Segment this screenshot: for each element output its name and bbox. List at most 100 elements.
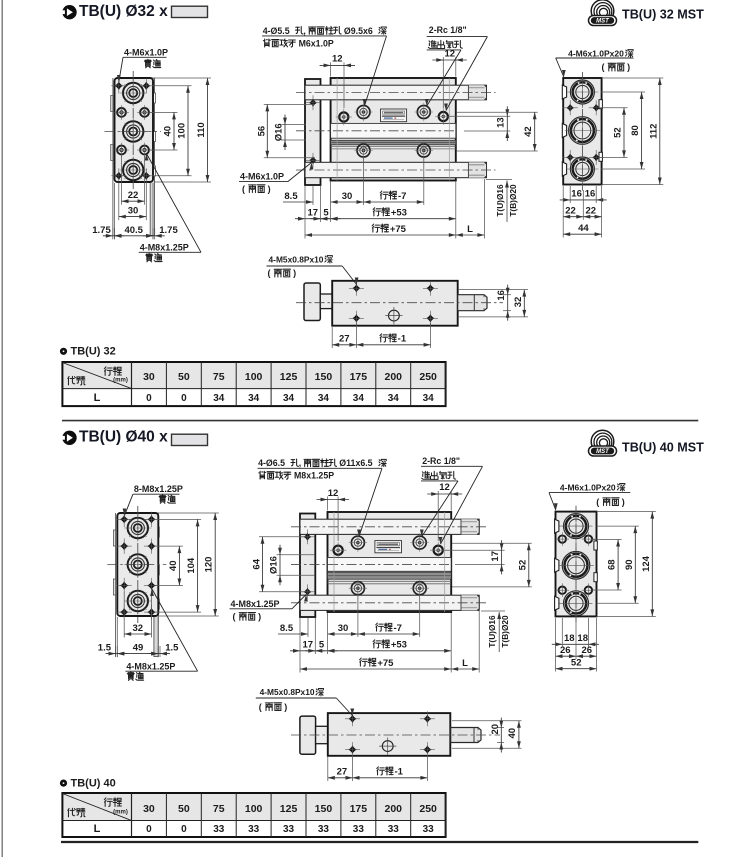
svg-text:33: 33 <box>423 824 435 835</box>
svg-text:110: 110 <box>196 122 207 137</box>
svg-text:112: 112 <box>648 124 659 139</box>
svg-text:12: 12 <box>445 48 456 59</box>
svg-text:2-Rc 1/8": 2-Rc 1/8" <box>429 25 467 35</box>
svg-text:-7: -7 <box>398 191 406 202</box>
svg-text:4-Ø6.5: 4-Ø6.5 <box>258 458 287 468</box>
svg-text:56: 56 <box>256 126 267 137</box>
svg-text:0: 0 <box>146 824 152 835</box>
svg-text:30: 30 <box>342 191 353 202</box>
svg-text:30: 30 <box>338 623 349 634</box>
svg-text:22: 22 <box>565 206 576 217</box>
svg-text:TB(U) 32: TB(U) 32 <box>71 346 116 358</box>
svg-text:4-M8x1.25P: 4-M8x1.25P <box>126 661 175 671</box>
svg-text:8-M8x1.25P: 8-M8x1.25P <box>134 484 183 494</box>
svg-text:30: 30 <box>128 206 139 217</box>
svg-text:40: 40 <box>507 728 518 739</box>
svg-text:L: L <box>462 658 468 669</box>
svg-text:27: 27 <box>337 767 348 778</box>
svg-text:1.5: 1.5 <box>98 643 112 654</box>
svg-text:16: 16 <box>571 189 582 200</box>
svg-text:34: 34 <box>213 393 225 404</box>
svg-text:): ) <box>268 184 271 194</box>
svg-text:8.5: 8.5 <box>284 191 298 202</box>
svg-text:(: ( <box>242 184 245 194</box>
svg-text:18: 18 <box>577 633 588 644</box>
svg-text:33: 33 <box>353 824 365 835</box>
svg-text:30: 30 <box>143 371 155 383</box>
svg-text:75: 75 <box>213 371 225 383</box>
svg-text:TB(U) 32 MST: TB(U) 32 MST <box>622 7 704 21</box>
svg-text:TB(U) 40 MST: TB(U) 40 MST <box>622 440 704 454</box>
svg-text:(mm): (mm) <box>113 810 128 816</box>
svg-text:1.75: 1.75 <box>92 225 111 236</box>
svg-text:Ø16: Ø16 <box>269 556 280 574</box>
svg-text:0: 0 <box>181 393 187 404</box>
svg-text:-1: -1 <box>398 334 407 345</box>
svg-text:17: 17 <box>490 551 501 562</box>
svg-text:): ) <box>258 612 261 622</box>
svg-text:): ) <box>284 702 287 712</box>
svg-text:120: 120 <box>204 557 215 573</box>
svg-text:250: 250 <box>419 371 437 383</box>
svg-text:(: ( <box>268 268 271 278</box>
svg-text:(: ( <box>602 62 605 72</box>
svg-text:125: 125 <box>280 371 298 383</box>
svg-text:L: L <box>467 224 473 235</box>
svg-text:-7: -7 <box>393 623 401 634</box>
svg-text:0: 0 <box>181 824 187 835</box>
svg-text:Ø16: Ø16 <box>274 123 285 141</box>
svg-text:(mm): (mm) <box>113 378 128 384</box>
svg-text:4-M6x1.0P: 4-M6x1.0P <box>240 172 284 182</box>
svg-text:-1: -1 <box>394 767 403 778</box>
svg-text:22: 22 <box>586 206 597 217</box>
svg-text:4-M6x1.0P: 4-M6x1.0P <box>124 47 168 57</box>
svg-text:12: 12 <box>439 482 450 493</box>
svg-text:+75: +75 <box>377 658 394 669</box>
svg-text:4-M6x1.0Px20: 4-M6x1.0Px20 <box>560 482 616 492</box>
svg-text:(: ( <box>233 612 236 622</box>
svg-text:68: 68 <box>607 559 618 570</box>
svg-text:TB(U) Ø32 x: TB(U) Ø32 x <box>79 3 168 20</box>
svg-text:4-M8x1.25P: 4-M8x1.25P <box>140 243 189 253</box>
svg-text:33: 33 <box>283 824 295 835</box>
svg-text:175: 175 <box>350 803 368 815</box>
svg-text:104: 104 <box>186 557 197 574</box>
svg-text:): ) <box>293 268 296 278</box>
svg-text:49: 49 <box>133 643 144 654</box>
svg-text:4-M8x1.25P: 4-M8x1.25P <box>231 599 280 609</box>
svg-text:200: 200 <box>384 803 402 815</box>
svg-text:4-Ø5.5: 4-Ø5.5 <box>263 26 292 36</box>
svg-text:50: 50 <box>178 803 190 815</box>
svg-text:32: 32 <box>133 623 144 634</box>
svg-text:4-M5x0.8Px10: 4-M5x0.8Px10 <box>269 254 324 264</box>
svg-text:+75: +75 <box>390 224 407 235</box>
svg-text:T(U)Ø16: T(U)Ø16 <box>495 184 505 217</box>
svg-text:1.5: 1.5 <box>165 643 179 654</box>
svg-text:125: 125 <box>280 803 298 815</box>
svg-text:150: 150 <box>315 803 333 815</box>
svg-text:T(B)Ø20: T(B)Ø20 <box>500 615 510 648</box>
svg-text:16: 16 <box>496 290 507 301</box>
svg-text:27: 27 <box>339 334 350 345</box>
svg-text:75: 75 <box>213 803 225 815</box>
svg-text:52: 52 <box>571 658 582 669</box>
svg-text:,: , <box>303 26 305 36</box>
svg-text:1.75: 1.75 <box>159 225 178 236</box>
svg-text:52: 52 <box>517 560 528 571</box>
svg-text:MST: MST <box>596 19 610 25</box>
svg-text:L: L <box>94 392 101 404</box>
svg-text:5: 5 <box>323 208 329 219</box>
svg-text:52: 52 <box>613 127 624 138</box>
svg-text:26: 26 <box>582 645 593 656</box>
svg-text:TB(U) 40: TB(U) 40 <box>71 778 116 790</box>
svg-text:5: 5 <box>319 640 325 651</box>
svg-text:34: 34 <box>423 393 435 404</box>
svg-text:MST: MST <box>596 449 610 455</box>
svg-text:50: 50 <box>178 371 190 383</box>
svg-text:T(B)Ø20: T(B)Ø20 <box>508 184 518 217</box>
svg-text:90: 90 <box>624 559 635 570</box>
svg-text:16: 16 <box>585 189 596 200</box>
svg-text:34: 34 <box>388 393 400 404</box>
svg-text:Ø9.5x6: Ø9.5x6 <box>341 26 375 36</box>
svg-text:33: 33 <box>318 824 330 835</box>
